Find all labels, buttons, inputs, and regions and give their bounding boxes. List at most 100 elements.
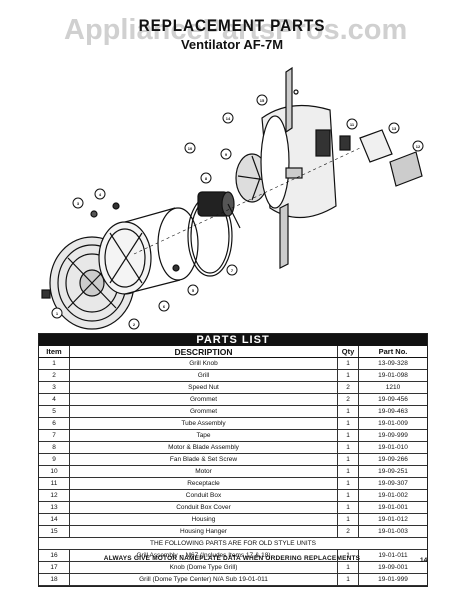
cell-description: Speed Nut <box>69 381 338 394</box>
cell-qty: 1 <box>337 501 359 514</box>
cell-item: 6 <box>39 417 70 430</box>
svg-text:7: 7 <box>231 268 234 273</box>
cell-description: Grommet <box>69 405 338 418</box>
cell-qty: 1 <box>337 429 359 442</box>
svg-text:4: 4 <box>99 192 102 197</box>
cell-qty: 1 <box>337 573 359 586</box>
svg-text:12: 12 <box>416 144 421 149</box>
cell-item: 11 <box>39 477 70 490</box>
cell-description: Housing <box>69 513 338 526</box>
callout-14: 14 <box>222 112 234 124</box>
cell-qty: 1 <box>337 561 359 574</box>
cell-part-no: 19-09-001 <box>358 561 427 574</box>
svg-text:5: 5 <box>192 288 195 293</box>
cell-item: 2 <box>39 369 70 382</box>
cell-item: 15 <box>39 525 70 538</box>
cell-part-no: 19-01-012 <box>358 513 427 526</box>
cell-qty: 1 <box>337 465 359 478</box>
svg-text:11: 11 <box>350 122 355 127</box>
cell-qty: 1 <box>337 441 359 454</box>
callout-1: 1 <box>51 307 63 319</box>
parts-list: PARTS LIST Item DESCRIPTION Qty Part No.… <box>38 333 428 587</box>
cell-qty: 1 <box>337 417 359 430</box>
cell-qty: 1 <box>337 477 359 490</box>
cell-item: 5 <box>39 405 70 418</box>
column-qty: Qty <box>337 346 359 358</box>
cell-part-no: 19-09-266 <box>358 453 427 466</box>
callout-13: 13 <box>388 122 400 134</box>
old-style-note: THE FOLLOWING PARTS ARE FOR OLD STYLE UN… <box>39 537 427 550</box>
cell-qty: 1 <box>337 489 359 502</box>
column-part-no: Part No. <box>358 346 427 358</box>
svg-text:2: 2 <box>133 322 136 327</box>
diagram-callouts: 1 2 3 4 5 6 7 8 9 10 11 12 13 14 15 <box>51 94 424 330</box>
cell-description: Grill <box>69 369 338 382</box>
cell-item: 10 <box>39 465 70 478</box>
cell-part-no: 13-09-328 <box>358 357 427 370</box>
svg-text:14: 14 <box>226 116 231 121</box>
cell-description: Conduit Box Cover <box>69 501 338 514</box>
svg-text:6: 6 <box>163 304 166 309</box>
svg-text:15: 15 <box>260 98 265 103</box>
cell-part-no: 19-09-251 <box>358 465 427 478</box>
page-title: REPLACEMENT PARTS <box>138 16 326 35</box>
callout-6: 6 <box>158 300 170 312</box>
cell-description: Motor & Blade Assembly <box>69 441 338 454</box>
cell-qty: 2 <box>337 525 359 538</box>
cell-part-no: 19-09-999 <box>358 429 427 442</box>
cell-item: 17 <box>39 561 70 574</box>
cell-part-no: 19-09-307 <box>358 477 427 490</box>
cell-qty: 1 <box>337 405 359 418</box>
exploded-parts-diagram: 1 2 3 4 5 6 7 8 9 10 11 12 13 14 15 <box>41 66 424 330</box>
callout-7: 7 <box>226 264 238 276</box>
cell-part-no: 19-09-463 <box>358 405 427 418</box>
receptacle-drawing <box>339 135 351 151</box>
page-subtitle: Ventilator AF-7M <box>180 37 284 52</box>
cell-item: 12 <box>39 489 70 502</box>
conduit-box-drawing <box>389 151 423 187</box>
cell-qty: 1 <box>337 513 359 526</box>
cell-item: 13 <box>39 501 70 514</box>
cell-description: Knob (Dome Type Grill) <box>69 561 338 574</box>
cell-description: Grill (Dome Type Center) N/A Sub 19-01-0… <box>69 573 338 586</box>
cell-description: Fan Blade & Set Screw <box>69 453 338 466</box>
cell-part-no: 19-01-098 <box>358 369 427 382</box>
cell-description: Grill Knob <box>69 357 338 370</box>
page-number: 14 <box>420 557 428 564</box>
callout-4: 4 <box>94 188 106 200</box>
tube-assembly-drawing <box>98 221 152 295</box>
svg-text:3: 3 <box>77 201 80 206</box>
grommet-small-drawing <box>172 264 180 272</box>
callout-11: 11 <box>346 118 358 130</box>
cell-part-no: 19-01-009 <box>358 417 427 430</box>
cell-item: 14 <box>39 513 70 526</box>
callout-5: 5 <box>187 284 199 296</box>
svg-text:1: 1 <box>56 311 59 316</box>
cell-part-no: 19-01-010 <box>358 441 427 454</box>
cell-part-no: 1210 <box>358 381 427 394</box>
speed-nut-drawing <box>90 210 98 218</box>
grommet-drawing <box>112 202 120 210</box>
parts-table-header: Item DESCRIPTION Qty Part No. <box>39 346 427 358</box>
svg-text:10: 10 <box>188 146 193 151</box>
cell-part-no: 19-01-011 <box>358 549 427 562</box>
conduit-box-cover-drawing <box>359 129 393 163</box>
cell-part-no: 19-01-003 <box>358 525 427 538</box>
cell-description: Conduit Box <box>69 489 338 502</box>
